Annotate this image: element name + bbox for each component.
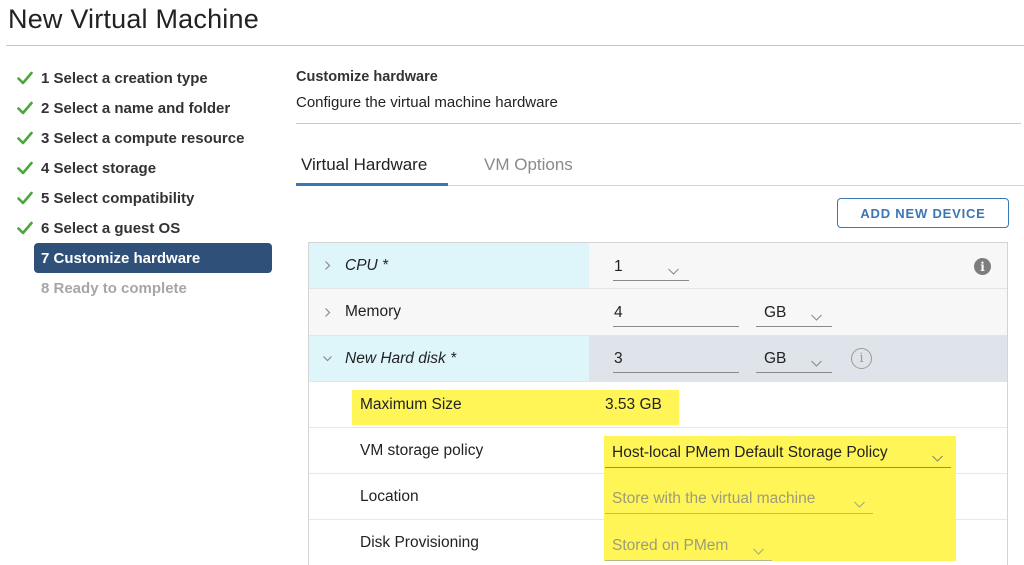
add-new-device-button[interactable]: ADD NEW DEVICE — [837, 198, 1009, 228]
storage-policy-label: VM storage policy — [360, 441, 484, 459]
chevron-right-icon[interactable] — [309, 307, 345, 317]
memory-row: Memory 4 GB — [309, 289, 1007, 336]
disk-provisioning-value: Stored on PMem — [612, 536, 729, 554]
main-panel: Customize hardware Configure the virtual… — [296, 60, 1024, 228]
chevron-down-icon — [854, 495, 865, 513]
storage-policy-select[interactable]: Host-local PMem Default Storage Policy — [605, 438, 951, 468]
step-7-active[interactable]: 7 Customize hardware — [34, 243, 272, 273]
step-label: 3 Select a compute resource — [41, 129, 245, 147]
tab-virtual-hardware[interactable]: Virtual Hardware — [296, 155, 448, 186]
step-4[interactable]: 4 Select storage — [14, 153, 272, 183]
step-6[interactable]: 6 Select a guest OS — [14, 213, 272, 243]
disk-provisioning-label: Disk Provisioning — [360, 534, 479, 551]
step-label: 4 Select storage — [41, 159, 157, 177]
step-5[interactable]: 5 Select compatibility — [14, 183, 272, 213]
check-icon — [14, 101, 36, 115]
disk-size-value: 3 — [614, 349, 623, 367]
check-icon — [14, 161, 36, 175]
section-subtitle: Configure the virtual machine hardware — [296, 94, 558, 111]
window-title: New Virtual Machine — [8, 4, 259, 34]
wizard-steps: 1 Select a creation type 2 Select a name… — [14, 63, 272, 303]
info-icon[interactable]: i — [974, 258, 991, 275]
location-label: Location — [360, 487, 419, 505]
info-outline-icon[interactable]: i — [851, 348, 872, 369]
step-label: 2 Select a name and folder — [41, 99, 231, 117]
step-1[interactable]: 1 Select a creation type — [14, 63, 272, 93]
step-label: 6 Select a guest OS — [41, 219, 181, 237]
hard-disk-row: New Hard disk * 3 GB i — [309, 336, 1007, 382]
chevron-down-icon — [753, 542, 764, 560]
check-icon — [14, 191, 36, 205]
memory-unit-value: GB — [764, 303, 787, 321]
max-size-label: Maximum Size — [360, 395, 462, 413]
cpu-label: CPU * — [345, 256, 389, 274]
cpu-row: CPU * 1 i — [309, 243, 1007, 289]
highlight-storage-block — [604, 436, 956, 561]
storage-policy-value: Host-local PMem Default Storage Policy — [612, 443, 888, 461]
memory-size-input[interactable]: 4 — [613, 299, 739, 327]
step-3[interactable]: 3 Select a compute resource — [14, 123, 272, 153]
tab-bar: Virtual Hardware VM Options — [296, 150, 1024, 186]
step-label: 1 Select a creation type — [41, 69, 208, 87]
max-size-row: Maximum Size 3.53 GB — [309, 382, 1007, 428]
disk-provisioning-select[interactable]: Stored on PMem — [605, 531, 772, 561]
location-value: Store with the virtual machine — [612, 489, 816, 507]
step-label: 8 Ready to complete — [41, 279, 187, 297]
section-divider — [296, 123, 1021, 124]
chevron-down-icon — [932, 449, 943, 467]
check-icon — [14, 71, 36, 85]
section-title: Customize hardware — [296, 69, 438, 85]
check-icon — [14, 131, 36, 145]
hard-disk-label: New Hard disk * — [345, 349, 457, 367]
memory-size-value: 4 — [614, 303, 623, 321]
check-icon — [14, 221, 36, 235]
chevron-right-icon[interactable] — [309, 261, 345, 270]
chevron-down-icon — [811, 308, 822, 326]
chevron-down-icon — [668, 262, 679, 280]
chevron-down-icon[interactable] — [309, 354, 345, 363]
hardware-grid: CPU * 1 i Memory 4 GB Ne — [308, 242, 1008, 565]
step-label: 7 Customize hardware — [41, 249, 201, 267]
title-divider — [6, 45, 1024, 46]
memory-unit-select[interactable]: GB — [756, 299, 832, 327]
location-select[interactable]: Store with the virtual machine — [605, 484, 873, 514]
chevron-down-icon — [811, 354, 822, 372]
step-8: 8 Ready to complete — [14, 273, 272, 303]
disk-unit-select[interactable]: GB — [756, 345, 832, 373]
highlight-max-size — [352, 390, 679, 425]
disk-unit-value: GB — [764, 349, 787, 367]
step-2[interactable]: 2 Select a name and folder — [14, 93, 272, 123]
tab-vm-options[interactable]: VM Options — [484, 155, 573, 174]
memory-label: Memory — [345, 303, 401, 320]
cpu-count-value: 1 — [614, 257, 623, 275]
max-size-value: 3.53 GB — [605, 395, 662, 413]
cpu-count-select[interactable]: 1 — [613, 253, 689, 281]
step-label: 5 Select compatibility — [41, 189, 195, 207]
disk-size-input[interactable]: 3 — [613, 345, 739, 373]
